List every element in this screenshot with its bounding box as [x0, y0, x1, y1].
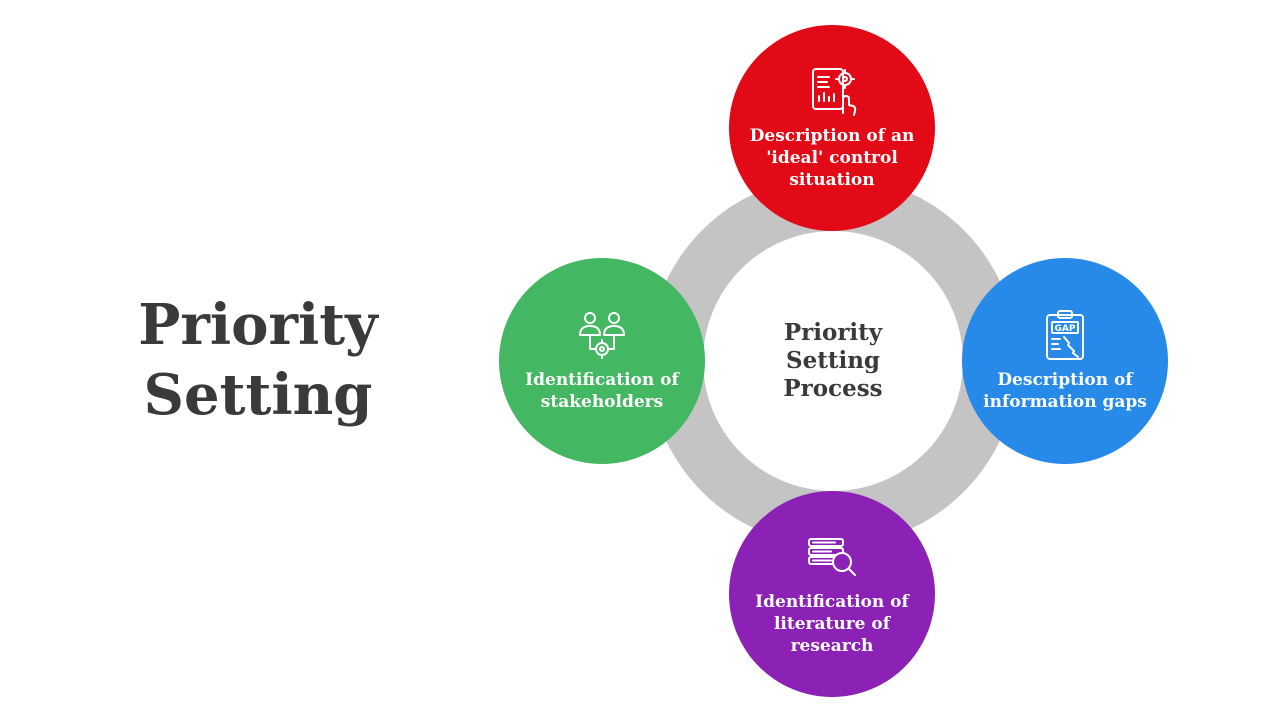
page-title-line-2: Setting [143, 362, 373, 428]
gap-icon-text: GAP [1055, 324, 1076, 334]
hub-label: Priority Setting Process [783, 319, 883, 402]
books-magnifier-icon [805, 531, 859, 585]
process-hub: Priority Setting Process [703, 231, 963, 491]
node-literature-research-label: Identification of literature of research [755, 592, 909, 656]
node-information-gaps-label: Description of information gaps [983, 370, 1147, 412]
node-stakeholders-label: Identification of stakeholders [525, 370, 679, 412]
node-information-gaps: GAP Description of information gaps [962, 258, 1168, 464]
clipboard-gap-icon: GAP [1038, 309, 1092, 363]
page-title-line-1: Priority [138, 292, 378, 358]
tablet-chart-gear-icon [805, 65, 859, 119]
node-ideal-control-label: Description of an 'ideal' control situat… [749, 126, 915, 190]
node-ideal-control: Description of an 'ideal' control situat… [729, 25, 935, 231]
page-title: Priority Setting [98, 290, 418, 430]
node-stakeholders: Identification of stakeholders [499, 258, 705, 464]
people-gear-icon [575, 309, 629, 363]
node-literature-research: Identification of literature of research [729, 491, 935, 697]
